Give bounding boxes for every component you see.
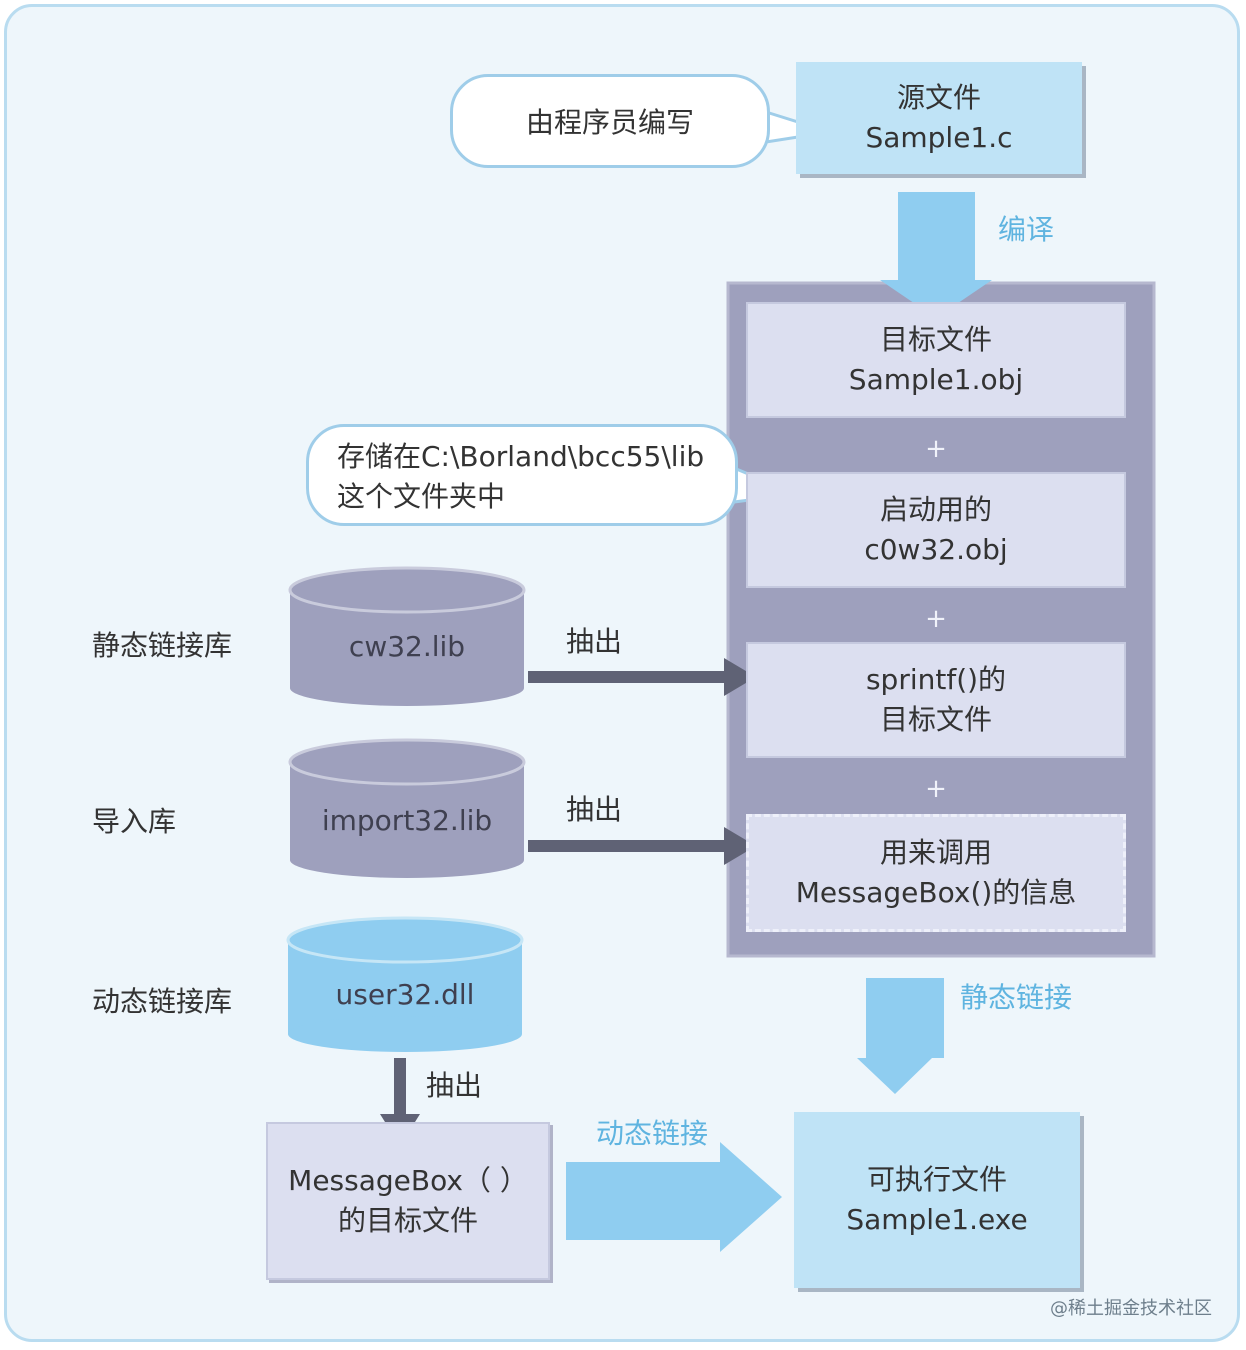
executable-title: 可执行文件 xyxy=(866,1163,1007,1196)
target-object-title: 目标文件 xyxy=(879,323,992,356)
static-link-label: 静态链接 xyxy=(960,981,1073,1014)
callout-programmer-text: 由程序员编写 xyxy=(525,106,694,139)
watermark: @稀土掘金技术社区 xyxy=(1050,1298,1212,1319)
sprintf-object-box: sprintf()的 目标文件 xyxy=(746,642,1126,758)
cylinder-import32-lib xyxy=(288,738,526,878)
static-lib-category: 静态链接库 xyxy=(92,629,233,662)
callout-lib-path-line1: 存储在C:\Borland\bcc55\lib xyxy=(337,440,705,473)
messagebox-object-title: MessageBox（ ） xyxy=(288,1164,528,1197)
callout-lib-path-line2: 这个文件夹中 xyxy=(337,480,506,513)
import-lib-category: 导入库 xyxy=(92,805,177,838)
executable-box: 可执行文件 Sample1.exe xyxy=(794,1112,1080,1288)
target-object-name: Sample1.obj xyxy=(848,363,1024,396)
messagebox-info-title: 用来调用 xyxy=(879,836,992,869)
extract-label-dynamic: 抽出 xyxy=(426,1069,483,1102)
source-file-title: 源文件 xyxy=(896,81,981,114)
static-link-arrow xyxy=(857,978,944,1094)
extract-label-static: 抽出 xyxy=(566,625,623,658)
dynamic-lib-category: 动态链接库 xyxy=(92,985,233,1018)
sprintf-object-name: 目标文件 xyxy=(879,703,992,736)
callout-lib-path: 存储在C:\Borland\bcc55\lib 这个文件夹中 xyxy=(306,424,738,526)
compile-label: 编译 xyxy=(998,213,1055,246)
dynamic-link-label: 动态链接 xyxy=(596,1117,709,1150)
extract-label-import: 抽出 xyxy=(566,793,623,826)
plus-sign-1: + xyxy=(925,434,947,464)
cylinder-cw32-lib xyxy=(288,566,526,706)
dynamic-lib-name: user32.dll xyxy=(335,978,475,1011)
extract-arrow-import xyxy=(528,827,756,865)
static-lib-name: cw32.lib xyxy=(348,630,466,663)
messagebox-info-box: 用来调用 MessageBox()的信息 xyxy=(746,814,1126,932)
messagebox-object-box: MessageBox（ ） 的目标文件 xyxy=(266,1122,550,1280)
extract-arrow-static xyxy=(528,658,756,696)
sprintf-object-title: sprintf()的 xyxy=(865,663,1007,696)
plus-sign-3: + xyxy=(925,774,947,804)
startup-object-title: 启动用的 xyxy=(879,493,992,526)
messagebox-object-name: 的目标文件 xyxy=(337,1204,478,1237)
startup-object-name: c0w32.obj xyxy=(864,533,1008,566)
messagebox-info-name: MessageBox()的信息 xyxy=(795,876,1077,909)
import-lib-name: import32.lib xyxy=(321,804,493,837)
dynamic-link-arrow xyxy=(566,1142,782,1252)
plus-sign-2: + xyxy=(925,604,947,634)
executable-name: Sample1.exe xyxy=(846,1203,1028,1236)
source-file-name: Sample1.c xyxy=(865,121,1013,154)
target-object-box: 目标文件 Sample1.obj xyxy=(746,302,1126,418)
callout-programmer: 由程序员编写 xyxy=(450,74,770,168)
compile-arrow xyxy=(880,192,992,318)
cylinder-user32-dll xyxy=(286,916,524,1052)
startup-object-box: 启动用的 c0w32.obj xyxy=(746,472,1126,588)
source-file-box: 源文件 Sample1.c xyxy=(796,62,1082,174)
